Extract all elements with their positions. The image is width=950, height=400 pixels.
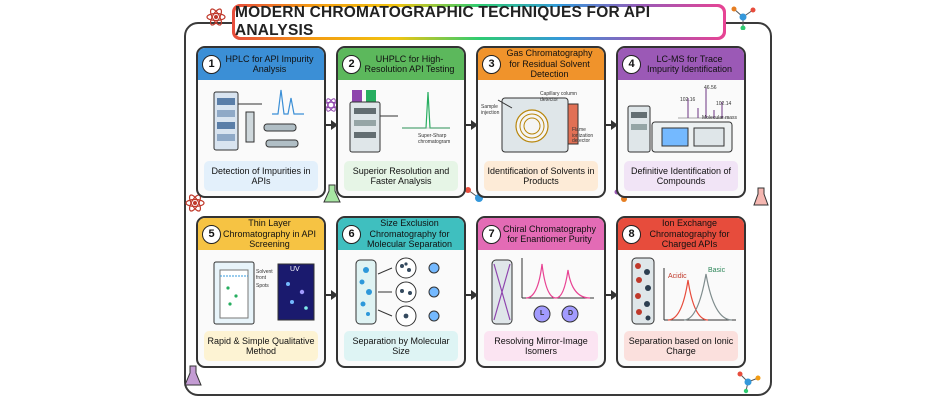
chiral-l-label: L [540, 310, 545, 317]
flask-icon [323, 184, 341, 203]
arrow-5-6 [324, 290, 338, 300]
ion-exchange-column-illustration [631, 257, 736, 325]
card-caption: Rapid & Simple Qualitative Method [204, 331, 318, 361]
step-number: 7 [482, 224, 501, 244]
arrow-6-7 [464, 290, 478, 300]
tlc-plate-illustration [213, 261, 315, 325]
card-caption: Definitive Identification of Compounds [624, 161, 738, 191]
ion-basic-label: Basic [708, 267, 726, 274]
card-heading: HPLC for API Impurity Analysis [225, 53, 314, 75]
card-header: 5 Thin Layer Chromatography in API Scree… [198, 218, 324, 250]
card-gc: 3 Gas Chromatography for Residual Solven… [476, 46, 606, 198]
gc-capillary-label: Capillary column detector [540, 91, 577, 103]
arrow-3-4 [604, 120, 618, 130]
card-tlc: 5 Thin Layer Chromatography in API Scree… [196, 216, 326, 368]
card-hplc: 1 HPLC for API Impurity Analysis Detecti… [196, 46, 326, 198]
card-header: 8 Ion Exchange Chromatography for Charge… [618, 218, 744, 250]
card-ion-exchange: 8 Ion Exchange Chromatography for Charge… [616, 216, 746, 368]
chiral-d-label: D [568, 310, 574, 317]
card-header: 6 Size Exclusion Chromatography for Mole… [338, 218, 464, 250]
card-heading: Gas Chromatography for Residual Solvent … [506, 48, 593, 80]
step-number: 3 [482, 54, 501, 74]
card-sec: 6 Size Exclusion Chromatography for Mole… [336, 216, 466, 368]
step-number: 2 [342, 54, 361, 74]
atom-icon [206, 8, 226, 26]
card-lcms: 4 LC-MS for Trace Impurity Identificatio… [616, 46, 746, 198]
molecule-icon-bottom [737, 371, 761, 394]
card-header: 1 HPLC for API Impurity Analysis [198, 48, 324, 80]
step-number: 4 [622, 54, 641, 74]
card-chiral: 7 Chiral Chromatography for Enantiomer P… [476, 216, 606, 368]
flask-icon-bottom [184, 365, 202, 386]
card-heading: Size Exclusion Chromatography for Molecu… [366, 218, 453, 250]
step-number: 8 [622, 224, 641, 244]
page-title: MODERN CHROMATOGRAPHIC TECHNIQUES FOR AP… [235, 4, 723, 39]
step-number: 6 [342, 224, 361, 244]
card-heading: UHPLC for High-Resolution API Testing [364, 53, 455, 75]
arrow-7-8 [604, 290, 618, 300]
tlc-spots-label: Spots [256, 283, 269, 289]
card-caption: Resolving Mirror-Image Isomers [484, 331, 598, 361]
card-heading: Ion Exchange Chromatography for Charged … [649, 218, 730, 250]
card-header: 3 Gas Chromatography for Residual Solven… [478, 48, 604, 80]
step-number: 1 [202, 54, 221, 74]
ion-acidic-label: Acidic [668, 273, 687, 280]
chiral-column-illustration [491, 258, 594, 325]
molecule-icon [731, 6, 756, 30]
sec-column-illustration [355, 257, 440, 327]
lcms-instrument-illustration [627, 88, 733, 153]
flask-icon-right [753, 187, 769, 206]
lcms-molecular-mass-label: Molecular mass [702, 115, 738, 121]
gc-fid-label: Flame ionization detector [572, 127, 594, 144]
arrow-1-2 [324, 120, 338, 130]
card-caption: Identification of Solvents in Products [484, 161, 598, 191]
arrow-2-3 [464, 120, 478, 130]
card-header: 4 LC-MS for Trace Impurity Identificatio… [618, 48, 744, 80]
uhplc-chromatogram-label: Super-Sharp chromatogram [418, 133, 451, 145]
card-caption: Separation by Molecular Size [344, 331, 458, 361]
title-banner: MODERN CHROMATOGRAPHIC TECHNIQUES FOR AP… [232, 4, 726, 40]
card-uhplc: 2 UHPLC for High-Resolution API Testing … [336, 46, 466, 198]
tlc-uv-label: UV [290, 266, 300, 273]
card-caption: Superior Resolution and Faster Analysis [344, 161, 458, 191]
card-caption: Detection of Impurities in APIs [204, 161, 318, 191]
card-header: 2 UHPLC for High-Resolution API Testing [338, 48, 464, 80]
tlc-solvent-front-label: Solvent front [256, 269, 273, 281]
gc-instrument-illustration [497, 97, 579, 153]
hplc-instrument-illustration [213, 89, 304, 151]
lcms-peak-label-1: 46.56 [704, 85, 717, 91]
card-heading: Thin Layer Chromatography in API Screeni… [222, 218, 317, 250]
step-number: 5 [202, 224, 221, 244]
card-caption: Separation based on Ionic Charge [624, 331, 738, 361]
card-header: 7 Chiral Chromatography for Enantiomer P… [478, 218, 604, 250]
lcms-peak-label-3: 102.14 [716, 101, 732, 107]
card-heading: Chiral Chromatography for Enantiomer Pur… [502, 223, 597, 245]
lcms-peak-label-2: 102.16 [680, 97, 696, 103]
card-heading: LC-MS for Trace Impurity Identification [646, 53, 733, 75]
uhplc-instrument-illustration [349, 90, 450, 153]
gc-sample-injection-label: Sample injection [481, 104, 500, 116]
